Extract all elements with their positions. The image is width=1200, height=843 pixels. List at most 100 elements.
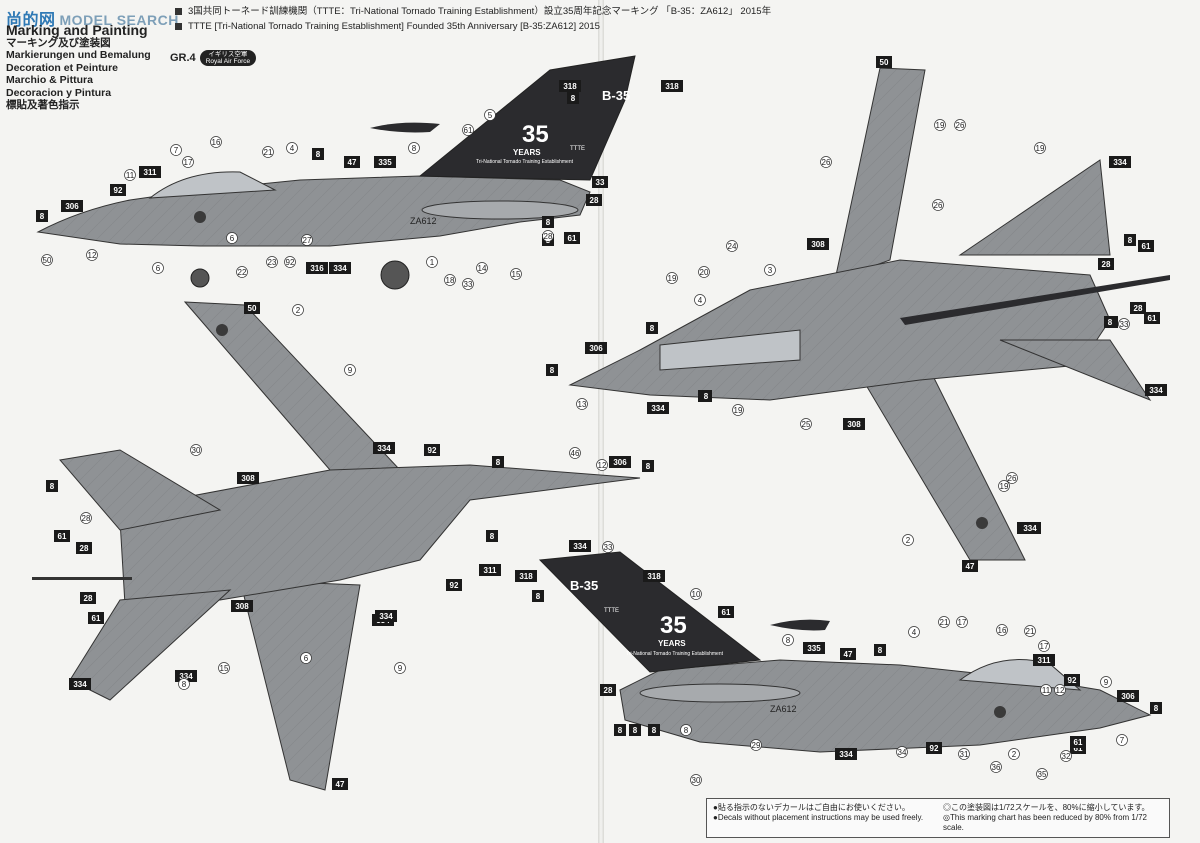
part-callout: 5: [484, 109, 496, 121]
decal-number-box: 8: [486, 530, 498, 542]
part-callout-label: 8: [412, 144, 417, 153]
decal-number-box: 334: [175, 670, 197, 682]
part-callout-label: 7: [174, 146, 179, 155]
decal-number-label: 334: [651, 404, 665, 413]
part-callout-circle: [908, 626, 920, 638]
side-view-left: B-35 35 YEARS Tri-National Tornado Train…: [36, 55, 636, 290]
part-callout: 13: [576, 398, 588, 410]
decal-number-box-bg: [567, 92, 579, 104]
decal-number-label: 28: [590, 196, 599, 205]
title-es: Decoracion y Pintura: [6, 86, 112, 99]
decal-number-label: 311: [144, 168, 157, 177]
part-callout-label: 8: [786, 636, 791, 645]
decal-number-box-bg: [629, 724, 641, 736]
decal-number-label: 334: [573, 542, 587, 551]
decal-number-label: 28: [604, 686, 613, 695]
part-callout: 46: [569, 447, 581, 459]
decal-number-label: 8: [878, 646, 883, 655]
tailplane-lower-top: [69, 589, 232, 701]
part-callout-label: 5: [488, 111, 493, 120]
decal-number-box: 92: [1064, 674, 1080, 686]
part-callout-circle: [750, 739, 762, 751]
roundel-bottom: [976, 517, 988, 529]
part-callout-label: 26: [822, 158, 831, 167]
part-callout-circle: [694, 294, 706, 306]
part-callout: 1: [426, 256, 438, 268]
part-callout: 6: [300, 652, 312, 664]
title-main: Marking and Painting: [6, 22, 148, 38]
decal-number-box: 28: [1130, 302, 1146, 314]
decal-number-box-bg: [36, 210, 48, 222]
drop-tank-side-right: [639, 683, 801, 703]
part-callout-circle: [1118, 318, 1130, 330]
decal-number-box-bg: [1150, 702, 1162, 714]
part-callout: 16: [210, 136, 222, 148]
decal-number-box-bg: [592, 176, 608, 188]
decal-number-label: 47: [844, 650, 853, 659]
decal-number-label: 335: [378, 158, 392, 167]
part-callout: 8: [178, 678, 190, 690]
part-callout-circle: [576, 398, 588, 410]
decal-number-box: 334: [835, 748, 857, 760]
decal-number-label: 47: [348, 158, 357, 167]
decal-number-box-bg: [139, 166, 161, 178]
part-callout: 8: [408, 142, 420, 154]
part-callout: 12: [86, 249, 98, 261]
canopy-side-left: [148, 171, 277, 199]
part-callout-circle: [902, 534, 914, 546]
decal-number-box-bg: [54, 530, 70, 542]
part-callout-circle: [1040, 684, 1052, 696]
part-callout-circle: [41, 254, 53, 266]
part-callout-label: 46: [571, 449, 580, 458]
part-callout-circle: [86, 249, 98, 261]
part-callout: 12: [596, 459, 608, 471]
decal-number-box-bg: [332, 778, 348, 790]
decal-number-box-bg: [175, 670, 197, 682]
decal-number-label: 61: [1148, 314, 1157, 323]
part-callout: 30: [190, 444, 202, 456]
part-callout: 26: [932, 199, 944, 211]
decal-number-box-bg: [546, 364, 558, 376]
decal-number-box: 308: [807, 238, 829, 250]
fuselage-top: [119, 464, 641, 606]
decal-number-label: 92: [1068, 676, 1077, 685]
decal-number-label: 8: [496, 458, 501, 467]
decal-number-label: 334: [1023, 524, 1037, 533]
decal-number-box-bg: [1117, 690, 1139, 702]
part-callout: 18: [444, 274, 456, 286]
decal-number-label: 318: [563, 82, 577, 91]
part-callout-circle: [444, 274, 456, 286]
decal-number-box-bg: [61, 200, 83, 212]
decal-number-label: 8: [652, 726, 657, 735]
part-callout: 31: [958, 748, 970, 760]
part-callout-circle: [938, 616, 950, 628]
decal-number-box: 334: [69, 678, 91, 690]
tailplane-upper-bottom: [958, 159, 1111, 256]
part-callout-circle: [124, 169, 136, 181]
notes-box: ●貼る指示のないデカールはご自由にお使いください。 ●Decals withou…: [706, 798, 1170, 838]
part-callout-label: 13: [578, 400, 587, 409]
part-callout-circle: [262, 146, 274, 158]
part-callout-label: 30: [692, 776, 701, 785]
decal-number-box-bg: [586, 194, 602, 206]
part-callout: 6: [226, 232, 238, 244]
decal-number-label: 8: [546, 218, 551, 227]
decal-number-box: 92: [926, 742, 942, 754]
part-callout: 28: [542, 230, 554, 242]
part-callout: 19: [934, 119, 946, 131]
decal-number-box-bg: [1144, 312, 1160, 324]
part-callout-circle: [958, 748, 970, 760]
decal-number-box-bg: [492, 456, 504, 468]
decal-number-label: 8: [50, 482, 55, 491]
decal-number-box-bg: [803, 642, 825, 654]
decal-number-box-bg: [373, 442, 395, 454]
probe-top: [32, 577, 132, 580]
part-callout-circle: [284, 256, 296, 268]
part-callout-label: 9: [398, 664, 403, 673]
decal-number-box: 318: [515, 570, 537, 582]
decal-number-box: 50: [876, 56, 892, 68]
decal-number-box-bg: [643, 570, 665, 582]
part-callout-label: 8: [684, 726, 689, 735]
part-callout-circle: [182, 156, 194, 168]
watermark-cn: 尚的网: [6, 12, 56, 29]
